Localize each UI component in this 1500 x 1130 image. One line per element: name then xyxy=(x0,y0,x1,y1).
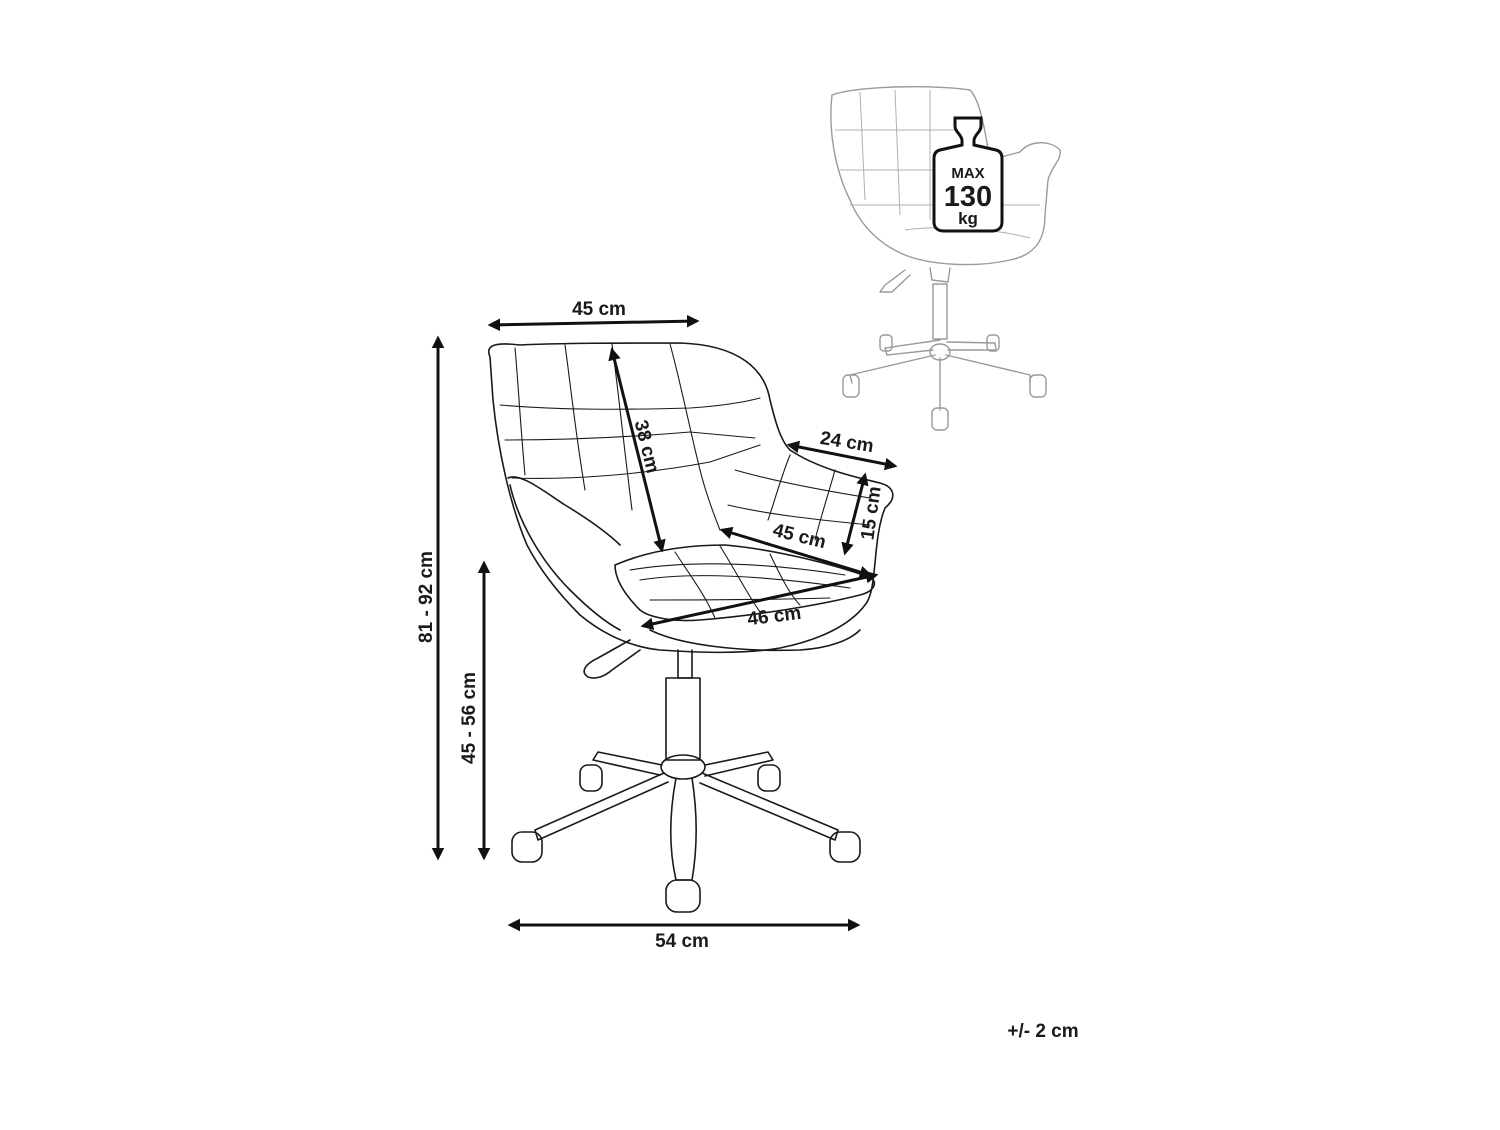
backrest-height-arrow xyxy=(608,347,666,553)
dimension-arrows xyxy=(431,314,898,932)
total-height-label: 81 - 92 cm xyxy=(416,551,437,643)
dimension-labels: 45 cm 38 cm 24 cm 15 cm 45 cm 46 cm 81 -… xyxy=(416,299,1079,1042)
reference-chair-drawing xyxy=(830,86,1061,431)
seat-depth-arrow xyxy=(719,526,873,579)
max-load-label: MAX xyxy=(951,165,984,182)
armrest-depth-arrow xyxy=(786,440,898,471)
tolerance-note: +/- 2 cm xyxy=(1007,1021,1078,1042)
backrest-width-label: 45 cm xyxy=(572,299,626,320)
max-load-unit: kg xyxy=(958,209,978,228)
seat-width-label: 46 cm xyxy=(746,603,802,630)
max-load-value: 130 xyxy=(944,181,992,213)
seat-height-label: 45 - 56 cm xyxy=(459,672,480,764)
base-width-label: 54 cm xyxy=(655,931,709,952)
backrest-width-arrow xyxy=(487,314,700,332)
main-chair-drawing xyxy=(488,342,894,913)
seat-width-arrow xyxy=(640,571,879,630)
max-load-badge: MAX 130 kg xyxy=(932,116,1004,233)
